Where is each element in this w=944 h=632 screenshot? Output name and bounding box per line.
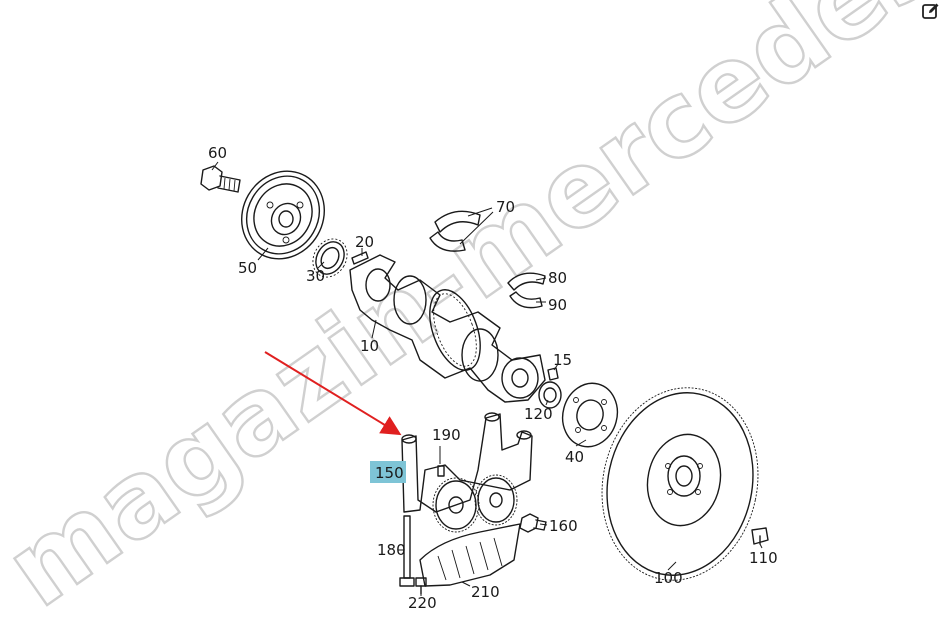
part-housing-bolt [519,513,547,533]
part-deflector-ribs [437,537,503,581]
part-oil-deflector [419,523,521,587]
part-balancer-housing [401,412,533,513]
callout-190[interactable]: 190 [432,426,461,444]
callout-120[interactable]: 120 [524,405,553,423]
callout-150[interactable]: 150 [375,464,404,482]
part-flywheel-bolt [751,527,769,545]
part-long-bolt [399,515,415,587]
part-reinforcement-plate [561,382,619,448]
part-pulley-bolt [200,165,241,193]
part-small-bolt [415,577,427,595]
callout-15[interactable]: 15 [553,351,572,369]
callout-70[interactable]: 70 [496,198,515,216]
callout-210[interactable]: 210 [471,583,500,601]
callout-110[interactable]: 110 [749,549,778,567]
callout-100[interactable]: 100 [654,569,683,587]
edit-icon[interactable] [922,2,940,20]
callout-highlight-150 [370,461,406,483]
part-crank-gear [312,238,348,278]
part-main-bearing-shells [429,210,481,252]
red-arrow-icon [264,351,402,436]
callout-90[interactable]: 90 [548,296,567,314]
leader-lines [211,161,763,596]
part-dowel [437,465,445,477]
part-key [351,251,369,265]
part-balancer-gears [432,474,518,533]
callout-60[interactable]: 60 [208,144,227,162]
callout-30[interactable]: 30 [306,267,325,285]
callout-50[interactable]: 50 [238,259,257,277]
callout-180[interactable]: 180 [377,541,406,559]
callout-20[interactable]: 20 [355,233,374,251]
part-crankshaft [349,254,546,403]
part-flywheel [601,387,759,581]
part-pin [547,367,559,381]
callout-40[interactable]: 40 [565,448,584,466]
part-pulley [240,170,326,260]
callout-10[interactable]: 10 [360,337,379,355]
part-pilot-bearing [538,381,562,409]
callout-220[interactable]: 220 [408,594,437,612]
callout-80[interactable]: 80 [548,269,567,287]
part-thrust-washers [507,272,546,309]
callout-160[interactable]: 160 [549,517,578,535]
